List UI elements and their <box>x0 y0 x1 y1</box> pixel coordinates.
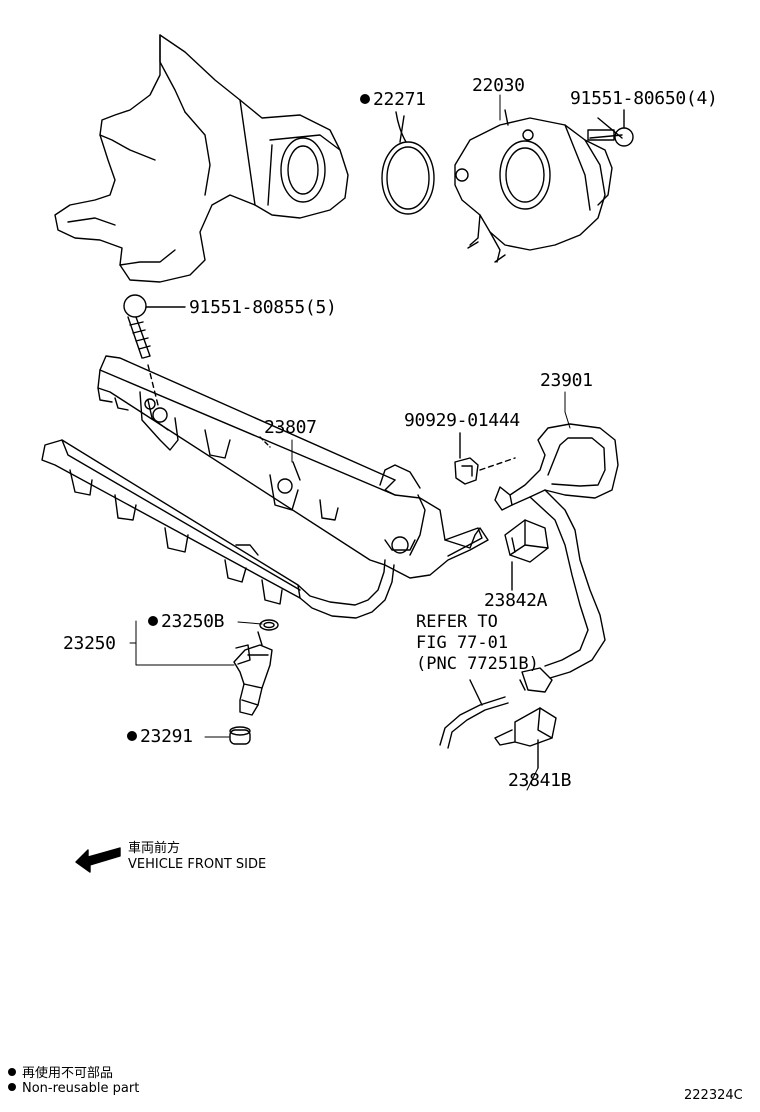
part-label-23842a: 23842A <box>484 590 548 611</box>
part-label-22030: 22030 <box>472 75 525 96</box>
fuel-rail-upper-illustration <box>97 355 489 579</box>
part-label-91551-80650: 91551-80650(4) <box>570 88 718 109</box>
part-label-90929-01444: 90929-01444 <box>404 410 520 431</box>
part-label-23250: 23250 <box>63 633 116 654</box>
fuel-hose-illustration <box>494 423 619 693</box>
part-label-23807: 23807 <box>264 417 317 438</box>
refer-line-1: REFER TO <box>416 612 498 632</box>
part-label-23291: 23291 <box>127 727 193 747</box>
fuel-injector-illustration <box>229 619 279 745</box>
throttle-gasket-illustration <box>381 111 435 215</box>
legend-dot-icon <box>8 1068 16 1076</box>
direction-label-en: VEHICLE FRONT SIDE <box>128 857 267 872</box>
non-reusable-dot-icon <box>148 616 158 626</box>
legend-dot-icon <box>8 1083 16 1091</box>
connector-23841b-illustration <box>494 707 557 769</box>
non-reusable-dot-icon <box>127 731 137 741</box>
legend-en: Non-reusable part <box>8 1081 139 1096</box>
connector-23842a-illustration <box>504 519 549 591</box>
intake-manifold-illustration <box>54 34 349 283</box>
throttle-body-illustration <box>454 109 634 263</box>
fuel-rail-lower-illustration <box>41 439 395 619</box>
figure-code: 222324C <box>684 1088 743 1103</box>
bolt-illustration <box>123 294 186 406</box>
part-label-23250b: 23250B <box>148 612 225 632</box>
refer-line-2: FIG 77-01 <box>416 633 509 653</box>
reference-hose-illustration <box>439 679 509 749</box>
legend-jp: 再使用不可部品 <box>8 1062 113 1081</box>
part-label-22271: 22271 <box>360 90 426 110</box>
refer-note: REFER TO FIG 77-01 (PNC 77251B) <box>416 612 539 675</box>
direction-label-jp: 車両前方 <box>128 841 181 856</box>
part-label-91551-80855: 91551-80855(5) <box>189 297 337 318</box>
part-label-23841b: 23841B <box>508 770 572 791</box>
non-reusable-dot-icon <box>360 94 370 104</box>
leader-lines <box>129 94 571 791</box>
clamp-illustration <box>454 432 516 485</box>
refer-line-3: (PNC 77251B) <box>416 654 539 674</box>
part-label-23901: 23901 <box>540 370 593 391</box>
vehicle-front-arrow-icon <box>75 847 121 873</box>
